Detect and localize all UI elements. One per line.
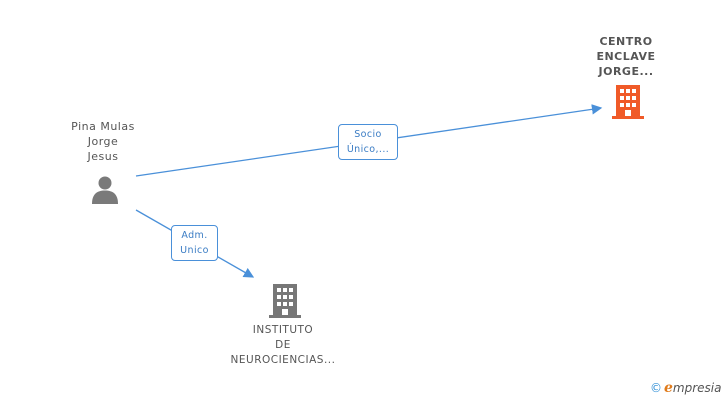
person-icon[interactable] <box>90 175 120 209</box>
edge-label-adm-unico[interactable]: Adm. Unico <box>171 225 218 261</box>
copyright-symbol: © <box>650 381 662 395</box>
person-name[interactable]: Pina Mulas Jorge Jesus <box>71 120 135 163</box>
building-icon[interactable] <box>612 85 644 123</box>
company-sub-name[interactable]: INSTITUTO DE NEUROCIENCIAS... <box>230 324 336 366</box>
empresia-logo[interactable]: ©empresia <box>650 380 722 396</box>
company-main-name[interactable]: CENTRO ENCLAVE JORGE... <box>596 35 656 78</box>
building-icon[interactable] <box>269 284 301 322</box>
edge-label-socio-unico[interactable]: Socio Único,... <box>338 124 398 160</box>
